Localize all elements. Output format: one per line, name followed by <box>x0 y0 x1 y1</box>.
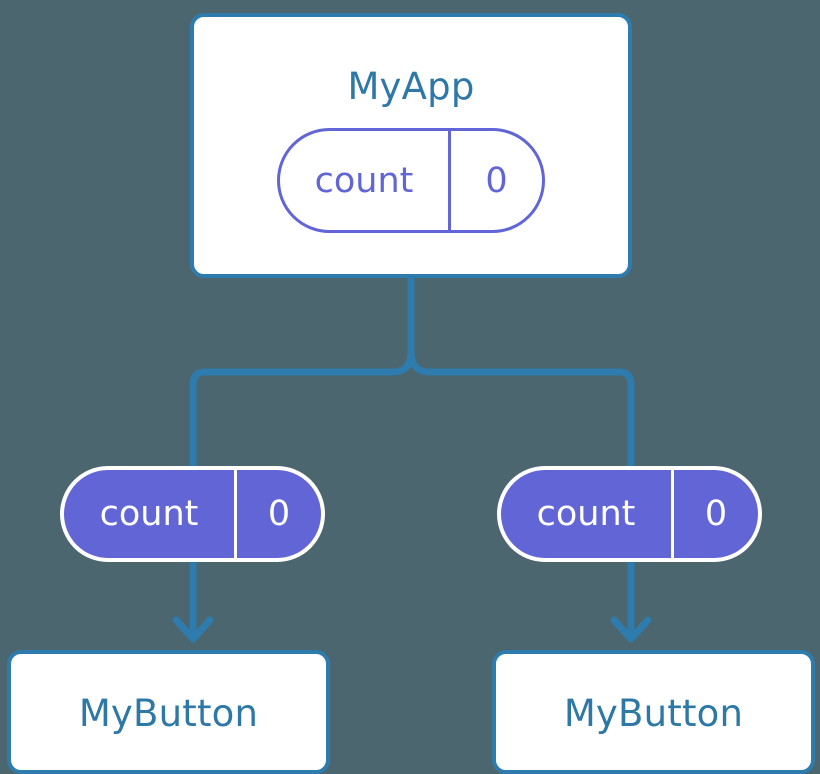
state-pill-value: 0 <box>448 131 542 230</box>
component-node-mybutton-left[interactable]: MyButton <box>7 650 330 774</box>
prop-pill-key: count <box>536 494 636 534</box>
prop-pill-value: 0 <box>234 470 321 558</box>
arrowhead-right-icon <box>610 616 652 643</box>
state-pill-key: count <box>314 160 414 201</box>
connector-branch-right <box>407 351 635 470</box>
state-pill-myapp-count[interactable]: count 0 <box>277 128 545 233</box>
component-node-mybutton-right[interactable]: MyButton <box>492 650 815 774</box>
arrowhead-left-icon <box>172 616 214 643</box>
prop-pill-value: 0 <box>671 470 758 558</box>
component-title-mybutton: MyButton <box>78 692 259 735</box>
connector-branch-left <box>189 351 415 470</box>
prop-pill-left-count[interactable]: count 0 <box>60 466 325 562</box>
prop-pill-right-count[interactable]: count 0 <box>497 466 762 562</box>
component-title-myapp: MyApp <box>347 65 475 108</box>
component-title-mybutton: MyButton <box>563 692 744 735</box>
prop-pill-key: count <box>99 494 199 534</box>
